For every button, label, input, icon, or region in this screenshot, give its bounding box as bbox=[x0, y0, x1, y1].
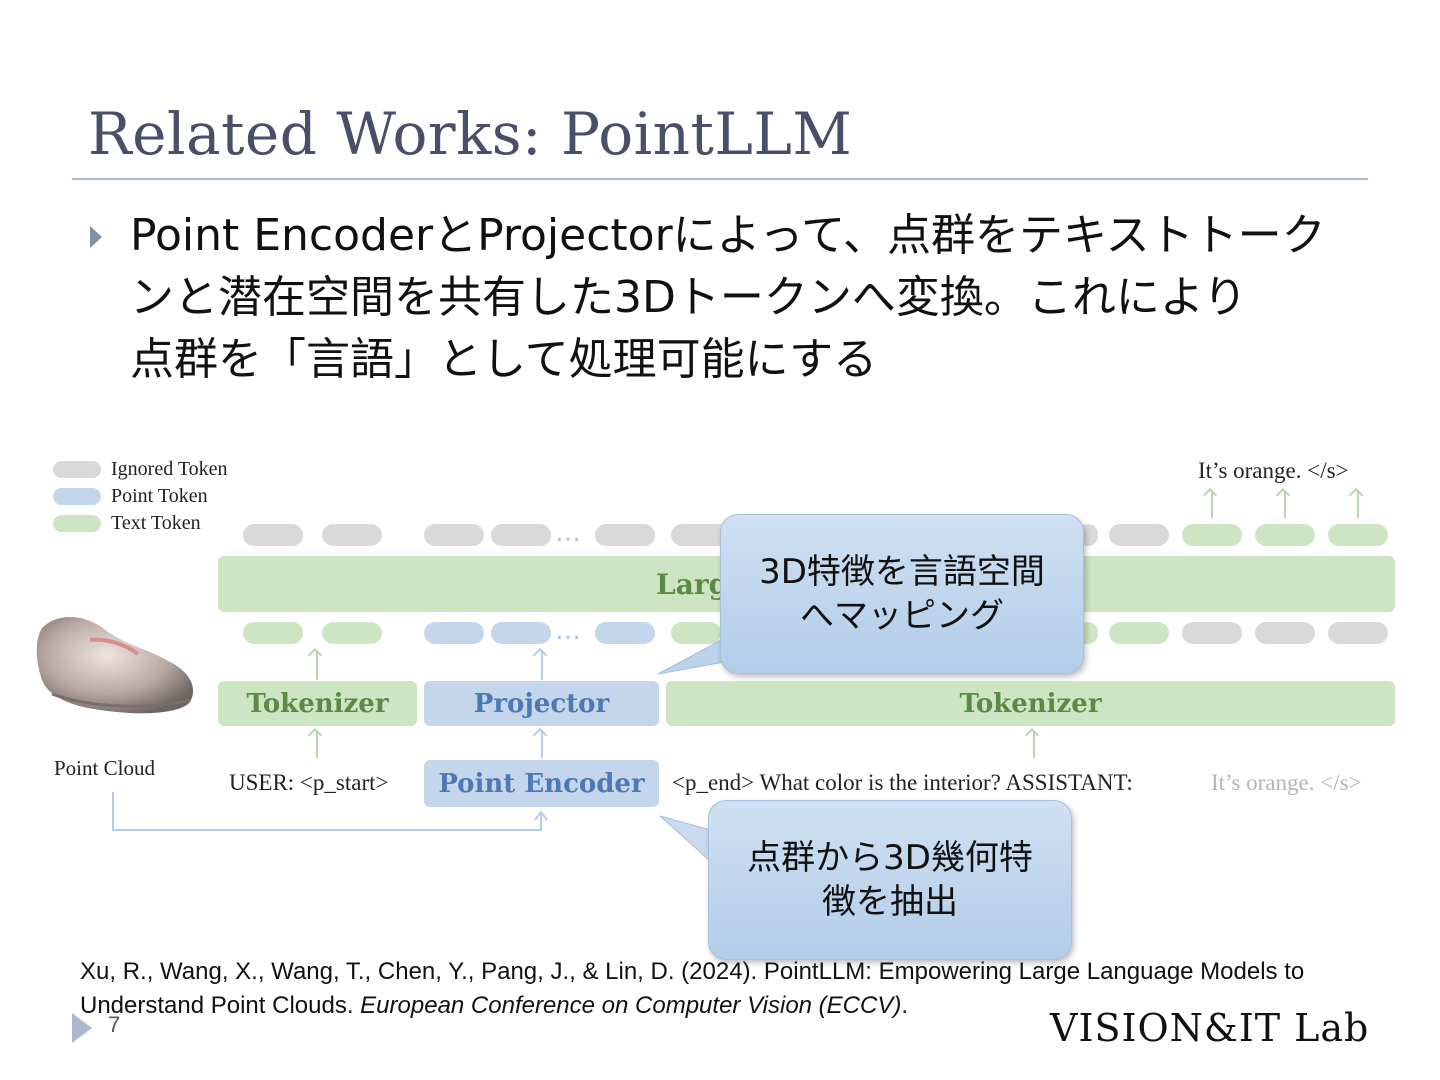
token-point bbox=[595, 622, 655, 644]
token-text bbox=[1109, 622, 1169, 644]
prompt-answer-text: It’s orange. </s> bbox=[1211, 770, 1362, 795]
callout-mapping-line-2: へマッピング bbox=[800, 596, 1004, 636]
token-text bbox=[1328, 524, 1388, 546]
token-ignored bbox=[491, 524, 551, 546]
output-arrow bbox=[1357, 492, 1359, 518]
token-point bbox=[491, 622, 551, 644]
token-text bbox=[1255, 524, 1315, 546]
citation: Xu, R., Wang, X., Wang, T., Chen, Y., Pa… bbox=[80, 955, 1380, 1023]
bullet-line-1: Point EncoderとProjectorによって、点群をテキストトーク bbox=[130, 210, 1326, 261]
point-cloud-label: Point Cloud bbox=[54, 756, 155, 780]
citation-venue: European Conference on Computer Vision (… bbox=[360, 992, 902, 1019]
legend-label-text: Text Token bbox=[111, 512, 201, 534]
up-arrow bbox=[316, 652, 318, 680]
token-text bbox=[243, 622, 303, 644]
up-arrow bbox=[1033, 732, 1035, 758]
callout-mapping: 3D特徴を言語空間 へマッピング bbox=[720, 514, 1084, 674]
output-text: It’s orange. </s> bbox=[1198, 458, 1349, 483]
title-divider bbox=[72, 178, 1368, 180]
legend-swatch-point bbox=[53, 488, 101, 505]
token-text bbox=[671, 622, 721, 644]
bullet-text: Point EncoderとProjectorによって、点群をテキストトーク ン… bbox=[130, 205, 1360, 391]
callout-extraction-line-2: 徴を抽出 bbox=[822, 882, 958, 922]
token-ignored bbox=[243, 524, 303, 546]
legend-label-ignored: Ignored Token bbox=[111, 458, 228, 480]
shoe-point-cloud-image bbox=[36, 616, 194, 714]
legend-label-point: Point Token bbox=[111, 485, 208, 507]
ellipsis: … bbox=[555, 616, 583, 646]
projector: Projector bbox=[424, 681, 659, 726]
ellipsis: … bbox=[555, 518, 583, 548]
citation-end: . bbox=[901, 992, 909, 1019]
token-point bbox=[424, 622, 484, 644]
tokenizer-right: Tokenizer bbox=[666, 681, 1395, 726]
output-arrow bbox=[1284, 492, 1286, 518]
token-ignored bbox=[1182, 622, 1242, 644]
token-ignored bbox=[322, 524, 382, 546]
callout-extraction: 点群から3D幾何特 徴を抽出 bbox=[708, 800, 1072, 960]
lab-logo: VISION&IT Lab bbox=[1050, 1006, 1370, 1050]
point-encoder: Point Encoder bbox=[424, 760, 659, 807]
token-ignored bbox=[1328, 622, 1388, 644]
legend-swatch-ignored bbox=[53, 461, 101, 478]
bullet-line-3: 点群を「言語」として処理可能にする bbox=[130, 334, 878, 385]
token-ignored bbox=[595, 524, 655, 546]
slide-title: Related Works: PointLLM bbox=[88, 100, 853, 168]
token-text bbox=[322, 622, 382, 644]
callout-extraction-line-1: 点群から3D幾何特 bbox=[747, 838, 1033, 878]
token-ignored bbox=[671, 524, 731, 546]
token-ignored bbox=[1255, 622, 1315, 644]
up-arrow bbox=[316, 732, 318, 758]
tokenizer-left: Tokenizer bbox=[218, 681, 417, 726]
up-arrow bbox=[541, 652, 543, 680]
cloud-to-encoder-connector bbox=[112, 792, 548, 831]
token-ignored bbox=[424, 524, 484, 546]
prompt-text: <p_end> What color is the interior? ASSI… bbox=[672, 770, 1133, 795]
llm-label: Larg bbox=[656, 567, 729, 601]
token-text bbox=[1182, 524, 1242, 546]
citation-authors: Xu, R., Wang, X., Wang, T., Chen, Y., Pa… bbox=[80, 958, 1305, 1019]
bullet-line-2: ンと潜在空間を共有した3Dトークンへ変換。これにより bbox=[130, 272, 1247, 323]
page-arrow-icon bbox=[72, 1013, 92, 1043]
bullet-arrow-icon bbox=[90, 226, 102, 248]
page-number: 7 bbox=[108, 1012, 121, 1037]
token-ignored bbox=[1109, 524, 1169, 546]
legend-swatch-text bbox=[53, 515, 101, 532]
output-arrow bbox=[1211, 492, 1213, 518]
callout-mapping-line-1: 3D特徴を言語空間 bbox=[759, 552, 1045, 592]
up-arrow bbox=[541, 732, 543, 758]
user-prefix-text: USER: <p_start> bbox=[229, 770, 389, 795]
